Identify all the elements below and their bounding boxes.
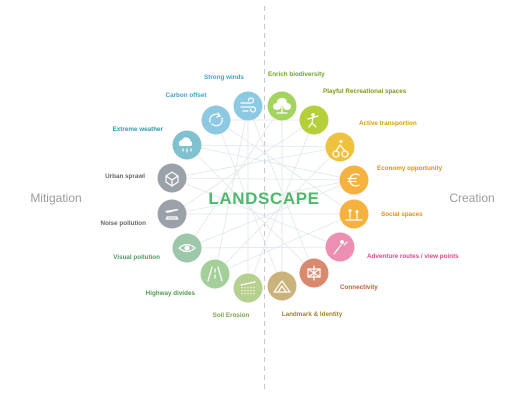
connector-line [214,105,249,275]
connector-line [171,177,355,181]
connector-line [215,119,283,287]
airplane-car-icon [165,209,179,220]
network-icon [307,265,321,281]
node-label: Social spaces [381,211,423,218]
diagram-node: Visual pollution [113,233,202,263]
diagram-node: Noise pollution [101,199,187,229]
connector-line [214,146,341,275]
connector-line [186,105,283,249]
connector-line [186,144,315,274]
connector-line [171,119,315,215]
mitigation-title: Mitigation [30,191,81,205]
diagram-node: Active transportion [325,120,417,162]
viewpoint-icon [333,240,348,255]
connector-line [186,179,355,249]
node-circle [157,199,187,229]
connector-line [186,144,355,181]
node-label: Extreme weather [113,126,164,133]
landmark-icon [273,280,291,293]
connector-line [186,144,341,148]
node-circle [200,259,230,289]
carbon-cycle-icon [209,112,223,127]
node-circle [201,105,231,135]
diagram-node: Landmark & Identity [267,271,343,318]
creation-title: Creation [449,191,494,205]
diagram-node: Playful Recreational spaces [299,88,407,135]
city-blocks-icon [165,171,179,187]
node-label: Highway divides [146,290,196,297]
node-circle [299,105,329,135]
connector-line [214,213,355,275]
connector-lines [171,105,355,289]
center-title: LANDSCAPE [208,189,319,208]
node-label: Carbon offset [166,92,208,99]
storm-cloud-icon [178,137,193,153]
node-label: Playful Recreational spaces [323,88,407,95]
tree-icon [272,98,291,114]
diagram-node: Highway divides [146,259,230,297]
node-label: Noise pollution [101,220,147,227]
road-icon [207,266,223,282]
node-circle [339,199,369,229]
node-circle [325,132,355,162]
wind-icon [240,97,257,113]
connector-line [171,179,355,215]
play-icon [307,113,319,128]
euro-icon [347,173,360,187]
diagram-node: Social spaces [339,199,423,229]
diagram-node: Extreme weather [113,126,202,160]
people-icon [345,209,363,221]
node-label: Visual pollution [113,254,160,261]
connector-line [247,105,315,274]
node-label: Soil Erosion [213,312,250,319]
node-circle [157,163,187,193]
diagram-node: Enrich biodiversity [267,71,325,121]
connector-line [247,119,315,289]
connector-line [186,246,341,249]
node-label: Urban sprawl [105,173,145,180]
erosion-icon [240,281,256,295]
diagram-node: Connectivity [299,258,378,291]
node-circle [233,91,263,121]
diagram-node: Urban sprawl [105,163,187,193]
connector-line [171,146,341,179]
diagram-node: Economy opportunity [339,165,443,195]
node-label: Landmark & Identity [282,311,343,318]
node-label: Connectivity [340,284,378,291]
node-circle [339,165,369,195]
cyclist-icon [332,140,349,158]
node-label: Adventure routes / view points [367,253,459,260]
connector-line [215,119,355,215]
connector-line [171,177,341,248]
node-label: Strong winds [204,74,244,81]
node-label: Active transportion [359,120,417,127]
diagram-node: Carbon offset [166,92,231,135]
node-label: Economy opportunity [377,165,443,172]
node-label: Enrich biodiversity [268,71,325,78]
eye-icon [178,243,196,253]
diagram-node: Soil Erosion [213,273,263,319]
diagram-node: Adventure routes / view points [325,232,459,262]
diagram-node: Strong winds [204,74,263,121]
